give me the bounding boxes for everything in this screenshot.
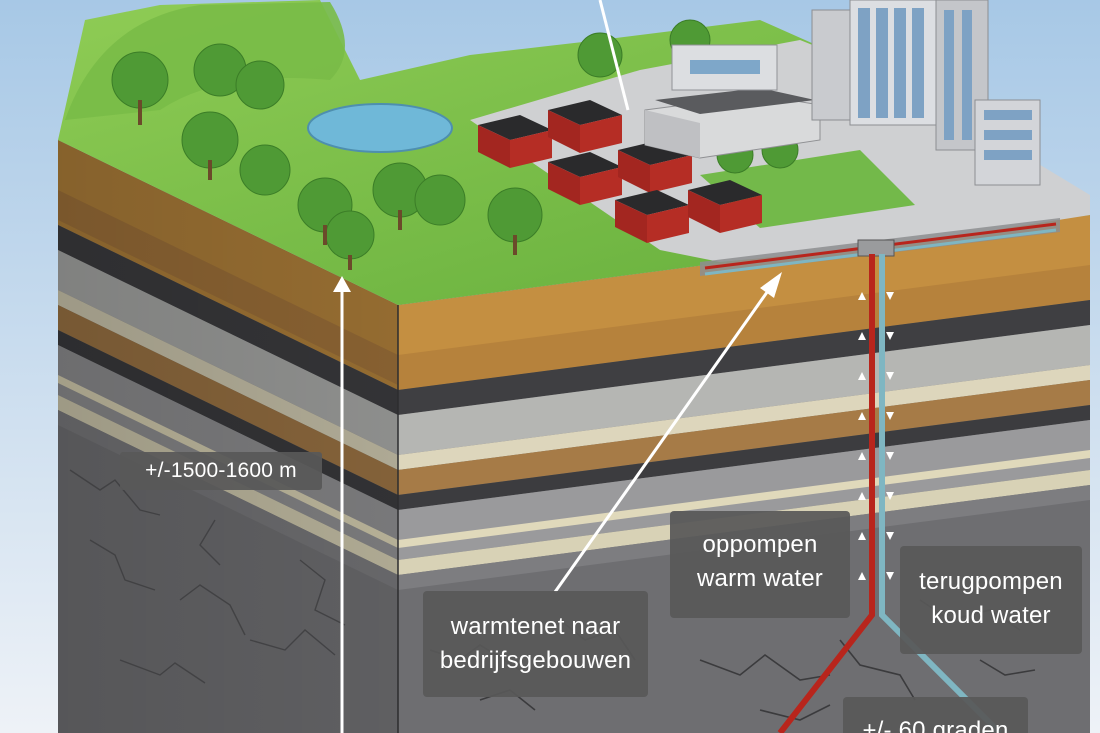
injection-well — [879, 254, 1003, 733]
commercial-buildings — [644, 0, 1041, 186]
temperature-label: +/- 60 graden — [843, 697, 1028, 733]
pump-up-label: oppompen warm water — [670, 511, 850, 618]
heat-network-label: warmtenet naar bedrijfsgebouwen — [423, 591, 648, 697]
production-well — [777, 254, 875, 733]
heat-network-pipes — [700, 218, 1060, 276]
network-pointer-arrow — [553, 272, 782, 593]
houses — [478, 100, 762, 243]
depth-label: +/-1500-1600 m — [120, 452, 322, 490]
pump-down-label: terugpompen koud water — [900, 546, 1082, 654]
top-pointer-line — [598, 0, 630, 111]
trees — [111, 19, 799, 270]
depth-arrow — [333, 276, 351, 733]
flow-arrows — [858, 292, 894, 580]
pond — [307, 103, 453, 153]
